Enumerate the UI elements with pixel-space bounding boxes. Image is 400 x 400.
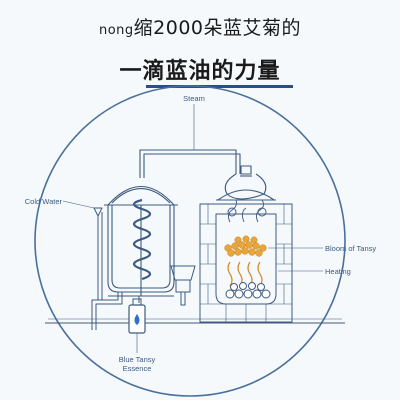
headline-line-2: 一滴蓝油的力量 bbox=[119, 59, 281, 84]
condenser-coil bbox=[132, 198, 152, 281]
frame-circle bbox=[34, 85, 346, 397]
headline-prefix: nong bbox=[98, 23, 134, 38]
furnace-bricks bbox=[200, 204, 292, 322]
headline-underline bbox=[146, 85, 293, 88]
steam-pipe bbox=[139, 149, 241, 178]
collection-bowl bbox=[170, 265, 196, 306]
headline-main: 缩2000朵蓝艾菊的 bbox=[133, 17, 302, 39]
label-essence-2: Essence bbox=[123, 364, 152, 373]
cold-water-inlet bbox=[93, 207, 108, 301]
label-cold-water: Cold Water bbox=[25, 197, 63, 206]
tansy-bloom bbox=[224, 235, 267, 257]
steam-puffs bbox=[227, 199, 267, 223]
label-heating: Heating bbox=[325, 267, 351, 276]
label-steam: Steam bbox=[183, 94, 205, 103]
essence-bottle bbox=[128, 298, 146, 334]
label-essence-1: Blue Tansy bbox=[119, 355, 156, 364]
condenser bbox=[104, 185, 178, 297]
label-bloom: Bloom of Tansy bbox=[325, 244, 376, 253]
firewood bbox=[225, 282, 271, 299]
alembic-dome bbox=[216, 165, 276, 201]
heat-waves bbox=[227, 261, 263, 287]
headline-line-1: nong缩2000朵蓝艾菊的 bbox=[0, 13, 400, 40]
cold-water-leader bbox=[62, 200, 95, 209]
